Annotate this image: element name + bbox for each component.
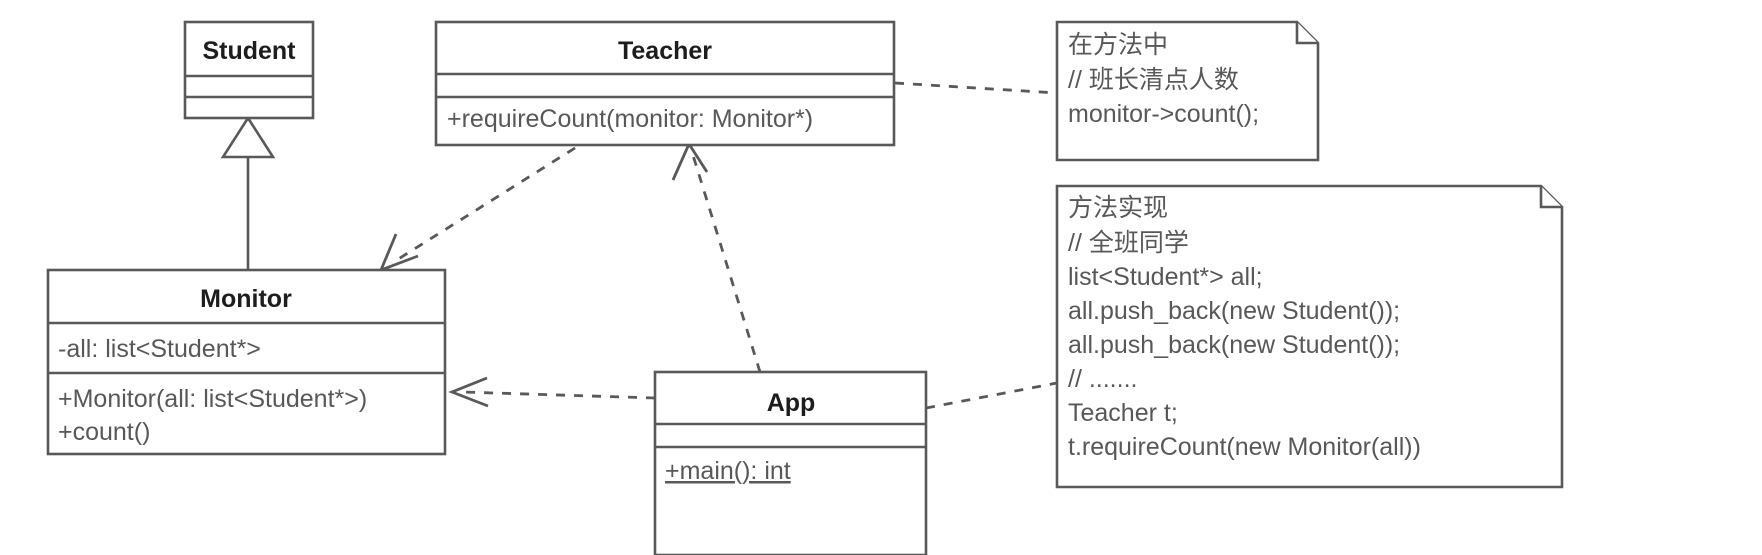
- class-box-student[interactable]: Student: [183, 20, 315, 120]
- note-bottom-line-3: list<Student*> all;: [1068, 263, 1263, 291]
- note-bottom-line-2: // 全班同学: [1068, 229, 1189, 257]
- class-operation-monitor-ctor: +Monitor(all: list<Student*>): [58, 385, 367, 413]
- note-bottom-line-1: 方法实现: [1068, 194, 1168, 222]
- note-bottom-line-6: // .......: [1068, 365, 1137, 393]
- note-bottom-line-7: Teacher t;: [1068, 399, 1178, 427]
- class-operation-app-main: +main(): int: [665, 457, 791, 485]
- class-box-monitor[interactable]: Monitor -all: list<Student*> +Monitor(al…: [46, 268, 447, 456]
- edge-app-depends-monitor: [448, 376, 656, 408]
- class-title-monitor: Monitor: [200, 285, 292, 313]
- class-attribute-monitor-all: -all: list<Student*>: [58, 335, 261, 363]
- class-title-app: App: [767, 389, 816, 417]
- edge-teacher-depends-monitor: [378, 146, 576, 273]
- note-bottom-line-5: all.push_back(new Student());: [1068, 331, 1400, 359]
- class-title-student: Student: [202, 37, 296, 65]
- note-bottom-line-8: t.requireCount(new Monitor(all)): [1068, 433, 1421, 461]
- edge-monitor-extends-student: [220, 115, 276, 270]
- note-bottom-line-4: all.push_back(new Student());: [1068, 297, 1400, 325]
- note-top[interactable]: 在方法中 // 班长清点人数 monitor->count();: [1055, 20, 1320, 162]
- class-title-teacher: Teacher: [618, 37, 712, 65]
- edge-app-depends-teacher: [671, 141, 762, 373]
- class-box-app[interactable]: App +main(): int: [653, 370, 928, 555]
- class-operation-teacher-requirecount: +requireCount(monitor: Monitor*): [447, 105, 813, 133]
- note-top-line-2: // 班长清点人数: [1068, 66, 1239, 94]
- edge-teacher-note-link: [894, 81, 1058, 95]
- edge-app-note-link: [925, 381, 1058, 410]
- note-top-line-3: monitor->count();: [1068, 100, 1259, 128]
- note-top-line-1: 在方法中: [1068, 31, 1168, 59]
- class-operation-monitor-count: +count(): [58, 418, 150, 446]
- note-bottom[interactable]: 方法实现 // 全班同学 list<Student*> all; all.pus…: [1055, 184, 1564, 489]
- class-box-teacher[interactable]: Teacher +requireCount(monitor: Monitor*): [434, 20, 896, 147]
